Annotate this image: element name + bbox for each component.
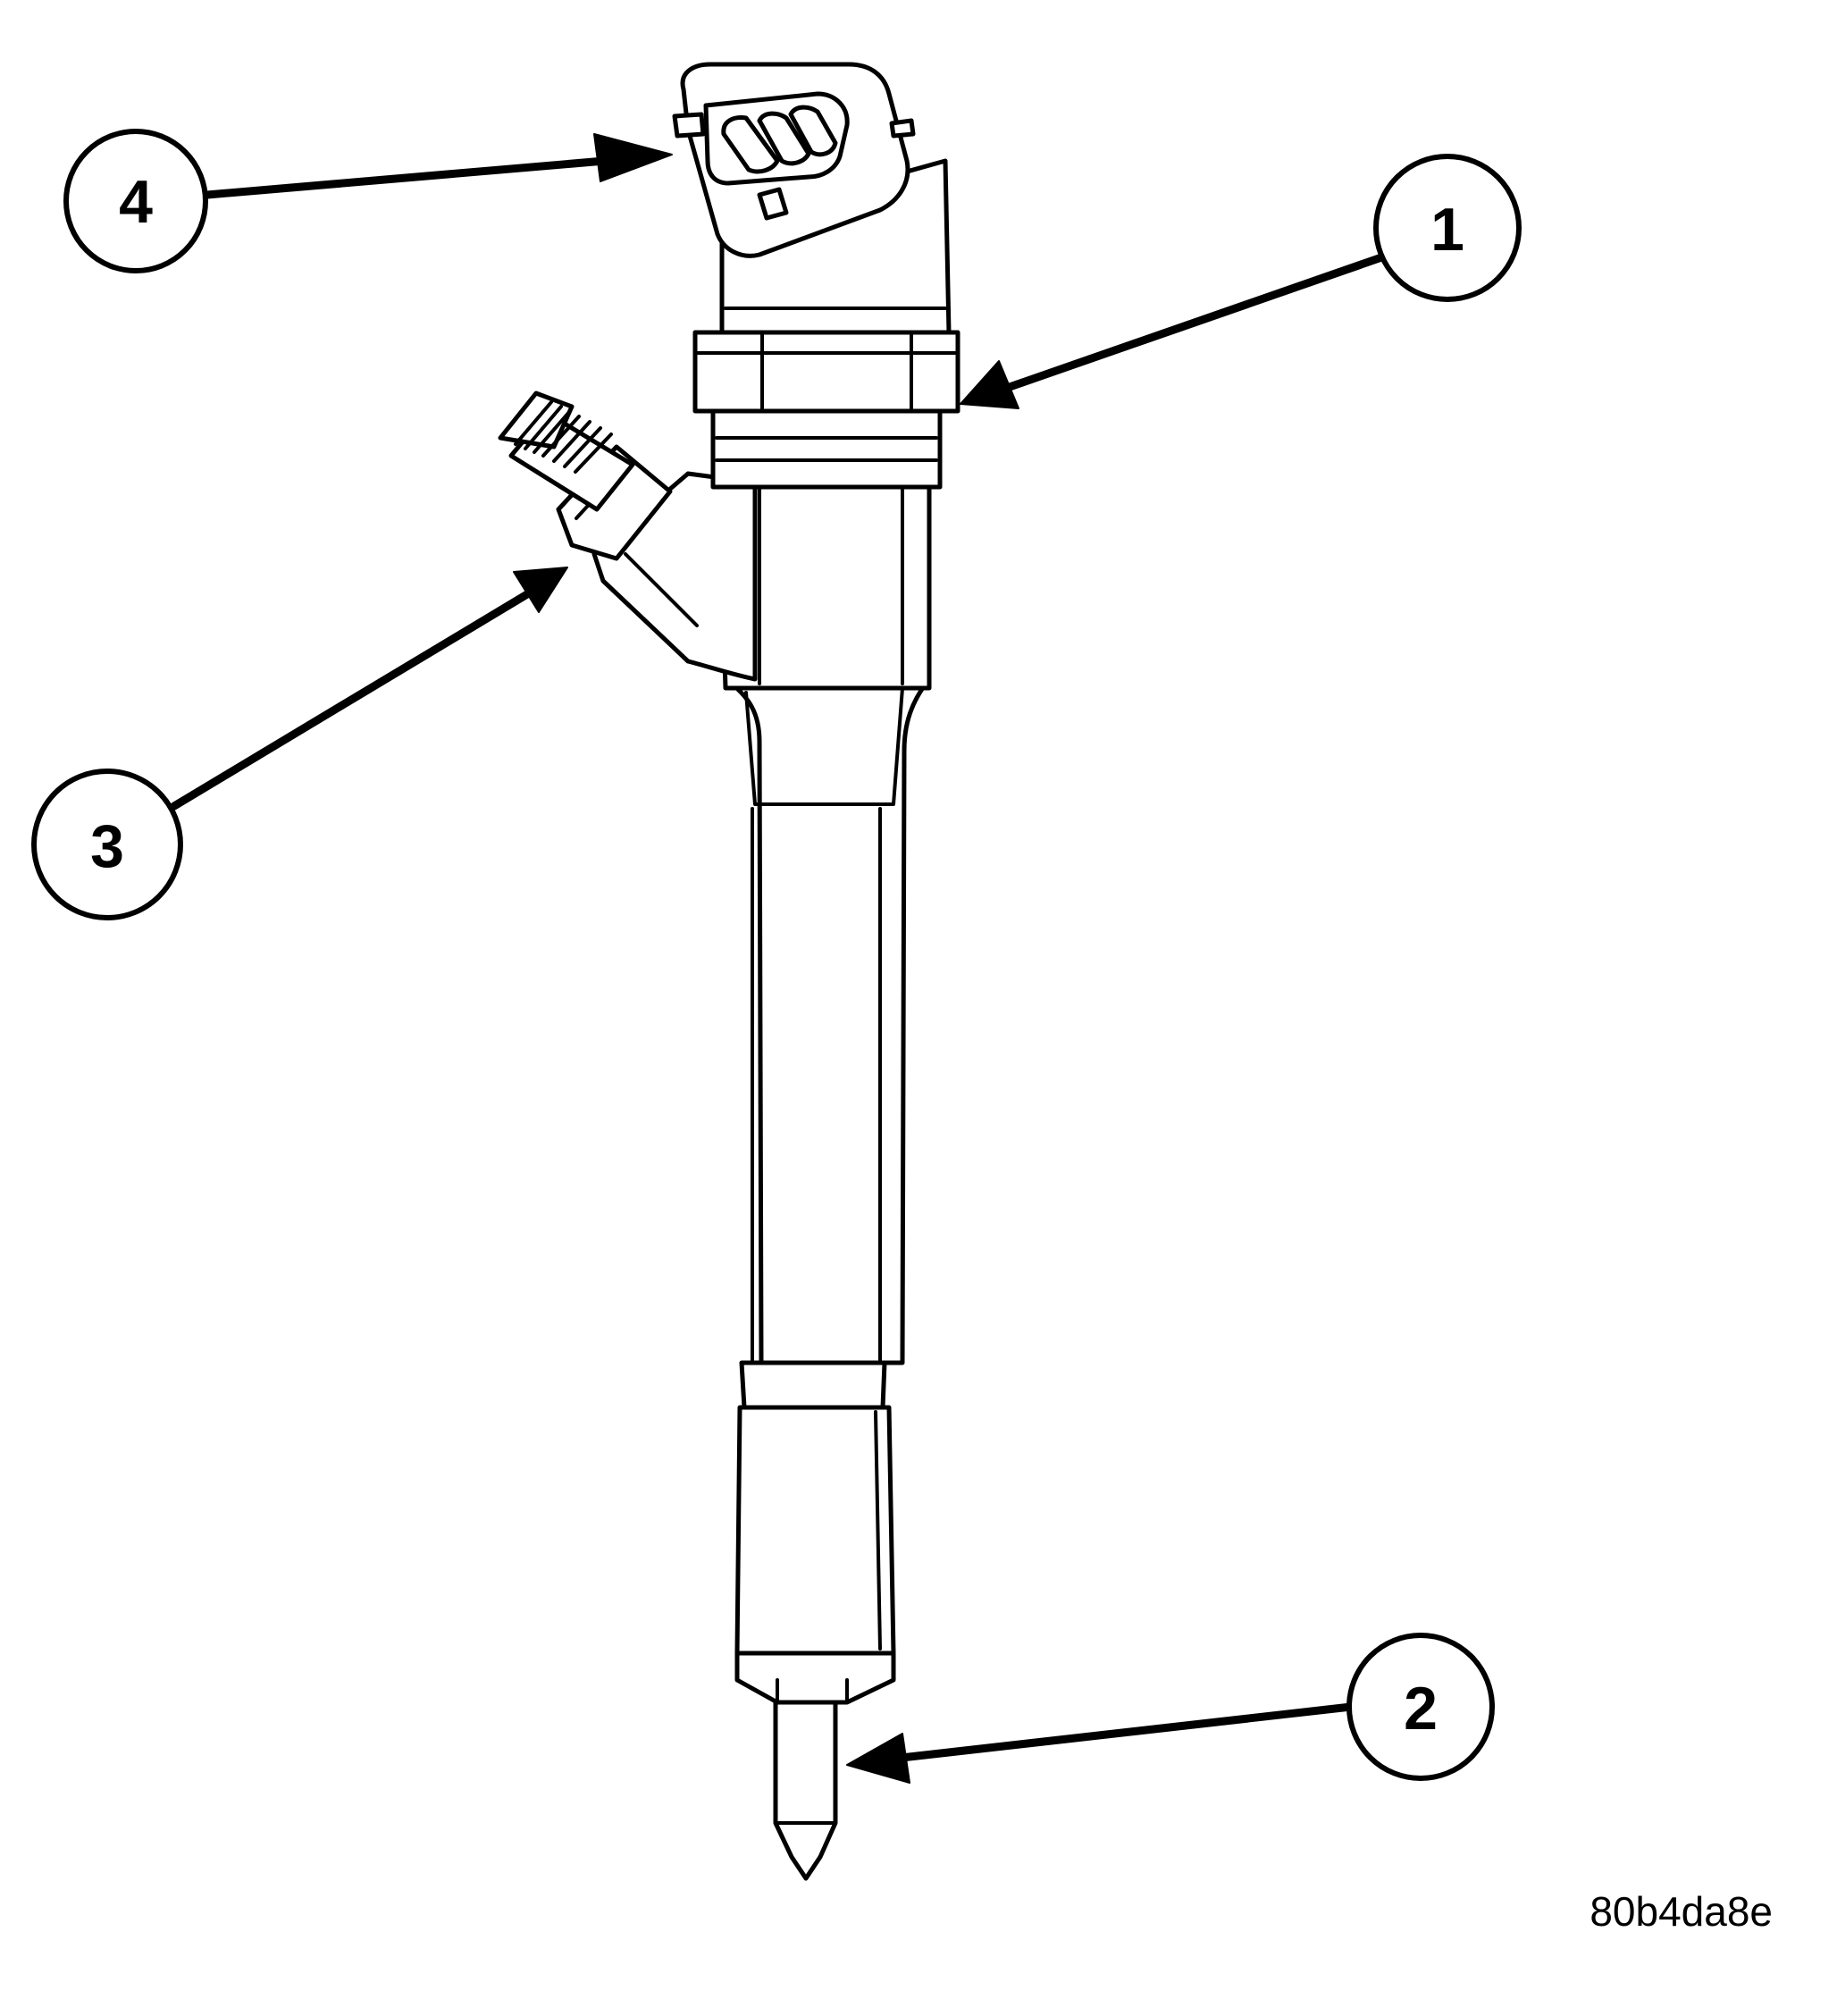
fuel-injector-illustration	[498, 62, 960, 1881]
nozzle-holder	[734, 1360, 896, 1656]
figure-id: 80b4da8e	[1590, 1888, 1773, 1935]
injector-body	[723, 676, 932, 1365]
callout-4: 4	[63, 129, 208, 273]
callout-2-label: 2	[1404, 1675, 1438, 1743]
callout-1: 1	[1373, 154, 1522, 302]
callout-3-label: 3	[90, 812, 124, 880]
nozzle-nut	[734, 1651, 896, 1705]
callout-4-label: 4	[119, 168, 153, 236]
callout-3: 3	[31, 769, 183, 920]
callout-2: 2	[1346, 1633, 1495, 1781]
connector-pins	[721, 105, 838, 174]
leader-line-1	[960, 250, 1394, 409]
leader-line-3	[170, 567, 568, 811]
collar-rings	[710, 408, 943, 490]
leader-line-2	[846, 1702, 1355, 1784]
inlet-fitting	[498, 391, 673, 561]
nozzle-tip	[773, 1700, 838, 1881]
connector-head	[672, 62, 916, 258]
inlet-threads	[514, 400, 613, 474]
callout-1-label: 1	[1430, 196, 1464, 264]
leader-line-4	[203, 133, 673, 199]
hex-nut	[692, 330, 960, 414]
